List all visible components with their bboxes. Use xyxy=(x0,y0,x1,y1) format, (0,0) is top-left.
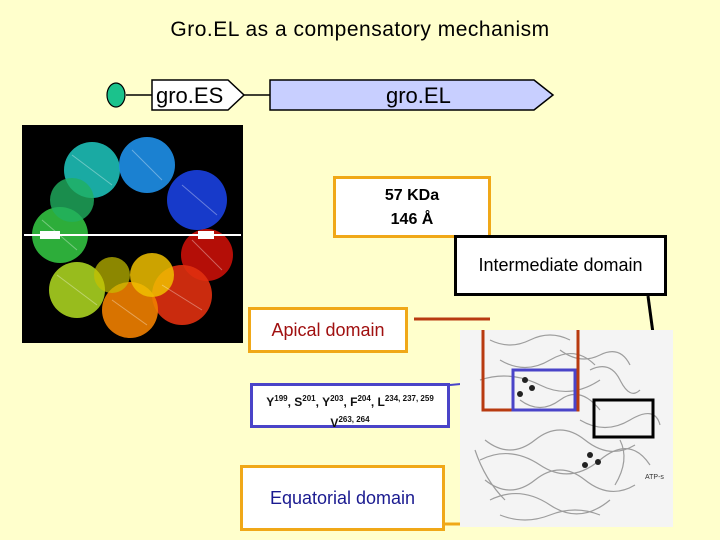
gro-el-gene-arrow xyxy=(269,79,555,111)
ring-subunits xyxy=(32,137,233,338)
domain-structure-image xyxy=(460,323,673,527)
gro-es-label: gro.ES xyxy=(156,83,224,108)
equatorial-domain-box: Equatorial domain xyxy=(240,465,445,531)
residue-line-2: V263, 264 xyxy=(330,415,370,430)
size-box: 57 KDa 146 Å xyxy=(333,176,491,238)
apical-domain-label: Apical domain xyxy=(271,320,385,340)
ribbon-texture xyxy=(474,334,661,521)
gro-el-label: gro.EL xyxy=(386,83,451,108)
residue-line-1: Y199, S201, Y203, F204, L234, 237, 259 xyxy=(266,394,434,409)
residue-box: Y199, S201, Y203, F204, L234, 237, 259 V… xyxy=(250,383,450,430)
mass-label: 57 KDa xyxy=(384,187,440,204)
groel-ring-illustration xyxy=(24,137,241,338)
page-title: Gro.EL as a compensatory mechanism xyxy=(170,18,550,41)
residue-region-box xyxy=(511,368,577,412)
intermediate-domain-box: Intermediate domain xyxy=(454,235,667,296)
gro-es-gene-arrow xyxy=(151,79,246,111)
atp-label: ATP-s xyxy=(645,474,664,481)
equatorial-domain-label: Equatorial domain xyxy=(269,488,416,508)
dimension-label: 137 Å xyxy=(103,214,146,233)
domain-structure-illustration xyxy=(474,323,661,521)
helix-texture xyxy=(41,149,223,326)
dimension-tick-left xyxy=(40,231,60,239)
apical-domain-box: Apical domain xyxy=(248,307,408,353)
groel-structure-image xyxy=(22,125,243,343)
intermediate-region-box xyxy=(592,398,655,439)
ligand-atoms xyxy=(517,377,601,468)
promoter-marker xyxy=(106,82,126,108)
intermediate-domain-label: Intermediate domain xyxy=(478,255,643,275)
dimension-tick-right xyxy=(198,231,214,239)
length-label: 146 Å xyxy=(390,211,434,228)
